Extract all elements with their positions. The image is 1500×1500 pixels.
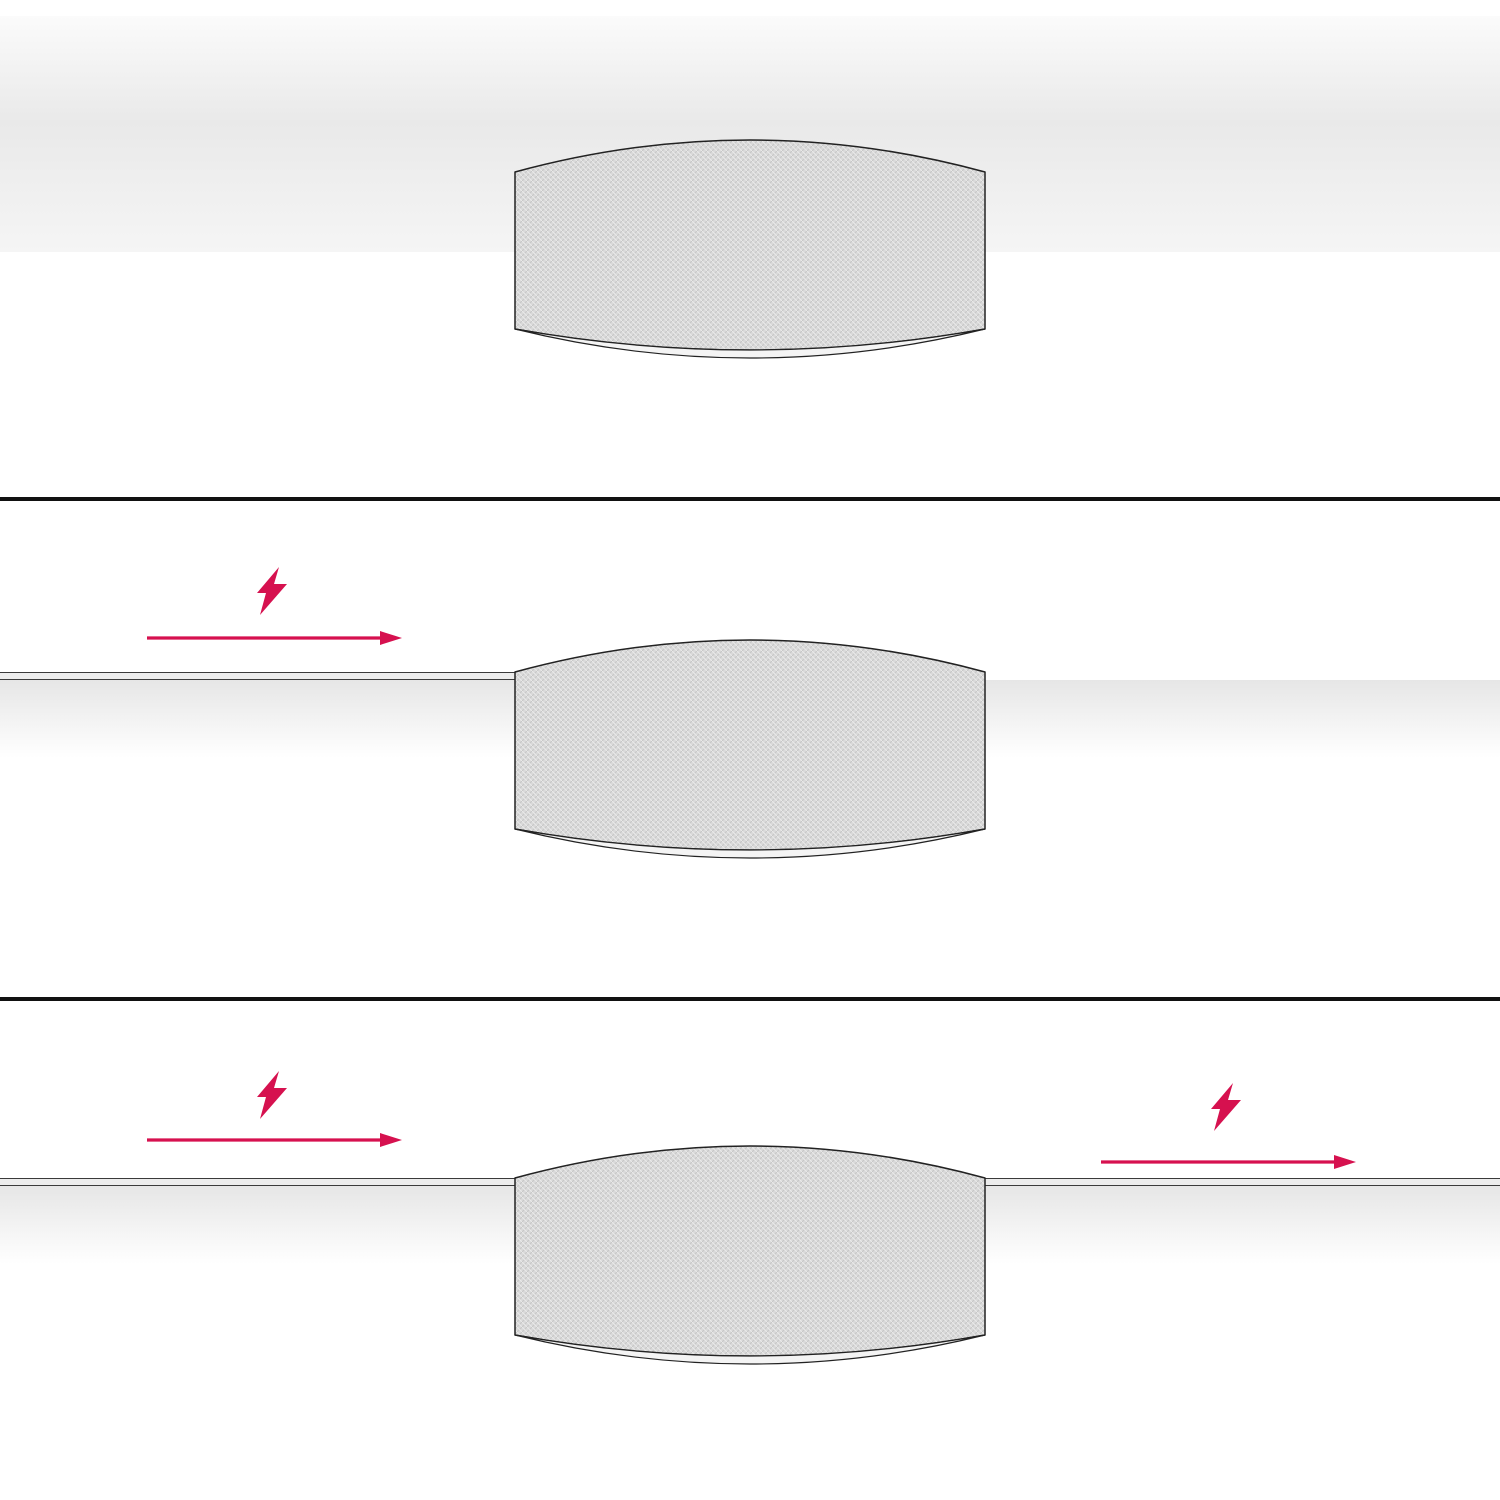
panel-divider bbox=[0, 497, 1500, 501]
drum-lampshade-drawing bbox=[514, 1145, 986, 1365]
lampshade-body bbox=[514, 1145, 986, 1357]
power-cable-left bbox=[0, 1178, 516, 1186]
power-cable-right bbox=[984, 1178, 1500, 1186]
lampshade-body bbox=[514, 639, 986, 851]
lampshade-bottom-rim bbox=[514, 328, 986, 359]
arrow-right-icon bbox=[146, 1131, 404, 1149]
panel-lampshade-no-cable bbox=[0, 0, 1500, 497]
power-cable-left bbox=[0, 672, 516, 680]
lampshade-bottom-rim bbox=[514, 828, 986, 859]
lampshade-body bbox=[514, 139, 986, 351]
lightning-bolt-icon bbox=[252, 567, 292, 617]
drum-lampshade bbox=[512, 636, 988, 870]
drum-lampshade bbox=[512, 1142, 988, 1376]
panel-lampshade-cable-left bbox=[0, 501, 1500, 997]
lightning-bolt-icon bbox=[252, 1071, 292, 1121]
lampshade-bottom-rim bbox=[514, 1334, 986, 1365]
arrow-right-icon bbox=[146, 629, 404, 647]
drum-lampshade-drawing bbox=[514, 639, 986, 859]
drum-lampshade bbox=[512, 136, 988, 370]
lightning-bolt-icon bbox=[1206, 1083, 1246, 1133]
panel-divider bbox=[0, 997, 1500, 1001]
panel-lampshade-cable-through bbox=[0, 1001, 1500, 1500]
drum-lampshade-drawing bbox=[514, 139, 986, 359]
arrow-right-icon bbox=[1100, 1153, 1358, 1171]
